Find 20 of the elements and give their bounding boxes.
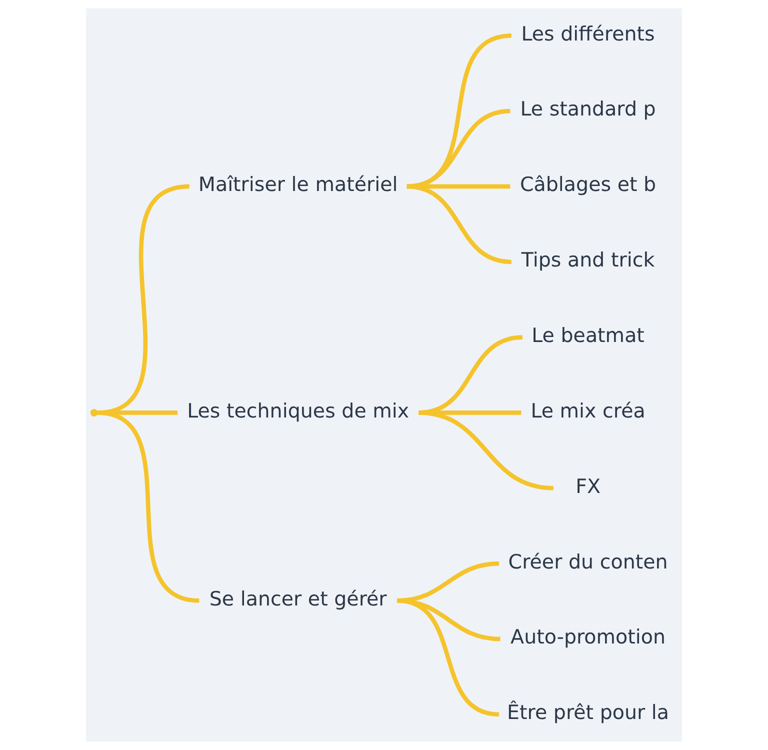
node-text: Se lancer et gérér [209,587,387,610]
connector [406,33,512,189]
node-text: Auto-promotion [510,626,666,649]
node-text: FX [576,474,600,498]
connector [406,108,510,189]
node-text: Être prêt pour la [507,701,670,724]
node-text: Le beatmat [532,324,644,347]
node-text: Les différents [521,22,655,46]
node-point [90,408,98,416]
connector [406,184,512,264]
connector [96,410,200,603]
node-text: Maîtriser le matériel [198,173,398,196]
node-text: Créer du conten [508,550,668,574]
node-text: Tips and trick [521,248,655,272]
node-text: Le mix créa [530,399,646,422]
connector [396,598,500,717]
node-text: Les techniques de mix [187,399,410,422]
connector [418,410,554,490]
node-text: Le standard p [520,98,656,121]
node-text: Câblages et b [520,173,656,196]
